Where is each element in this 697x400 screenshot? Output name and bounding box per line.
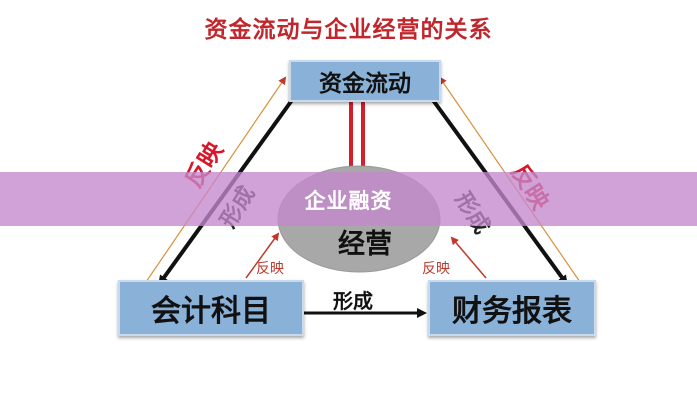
node-capital-flow: 资金流动 (289, 60, 441, 102)
label-form-bottom: 形成 (333, 289, 373, 313)
diagram-title: 资金流动与企业经营的关系 (204, 17, 493, 43)
node-accounting-subjects: 会计科目 (118, 280, 304, 336)
node-financial-statements: 财务报表 (428, 280, 596, 336)
overlay-banner-text: 企业融资 (304, 189, 393, 213)
label-reflect-right: 反映 (422, 261, 450, 277)
node-operations: 经营 (338, 229, 392, 260)
connector-bar-right (361, 98, 365, 184)
overlay-banner (0, 172, 697, 226)
arrow-reflect-left (245, 232, 280, 279)
label-reflect-left: 反映 (256, 261, 284, 277)
connector-bar-left (349, 98, 353, 184)
arrow-reflect-right (450, 236, 487, 279)
